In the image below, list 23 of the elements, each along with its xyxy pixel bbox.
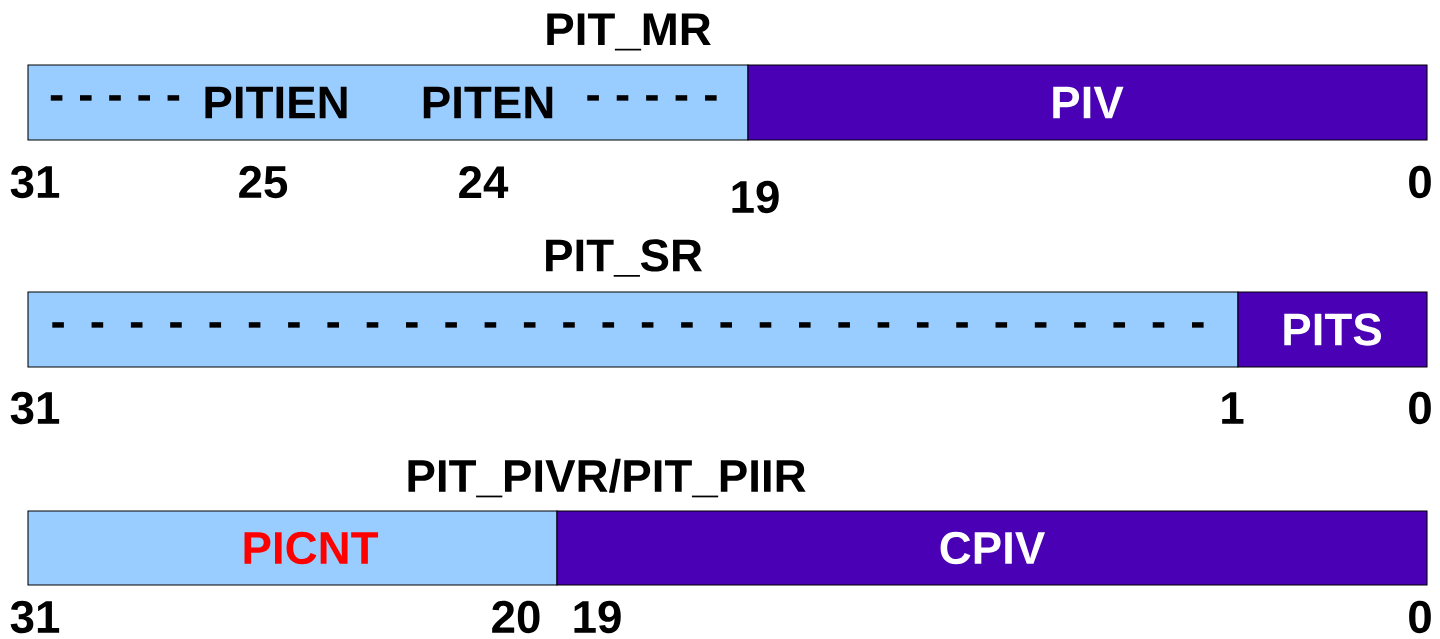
bit-number: 25: [239, 165, 288, 199]
bit-number: 0: [1409, 165, 1431, 199]
register-name: PIT_MR: [547, 13, 711, 51]
field-name: PITS: [1284, 313, 1381, 346]
bit-number: 24: [459, 166, 509, 198]
bit-number: 31: [10, 391, 60, 425]
bit-number: 31: [10, 165, 60, 199]
field-name: PITEN: [423, 86, 553, 119]
dash-filler: - - - - -: [50, 95, 180, 101]
bit-number: 31: [10, 600, 60, 634]
dash-filler: - - - - -: [587, 95, 717, 101]
bit-number: 0: [1409, 391, 1431, 425]
field-name: PICNT: [244, 531, 379, 565]
bit-number: 19: [574, 600, 621, 634]
field-name: PIV: [1053, 86, 1124, 119]
register-name: PIT_SR: [546, 239, 703, 277]
field-name: CPIV: [940, 531, 1046, 565]
field-name: PITIEN: [205, 86, 347, 119]
bit-number: 19: [732, 180, 779, 214]
register-name: PIT_PIVR/PIT_PIIR: [408, 458, 806, 498]
bit-number: 1: [1222, 392, 1244, 424]
dash-filler: - - - - - - - - - - - - - - - - - - - - - - - - - - - - - -: [52, 322, 1204, 328]
bit-number: 20: [492, 600, 540, 634]
